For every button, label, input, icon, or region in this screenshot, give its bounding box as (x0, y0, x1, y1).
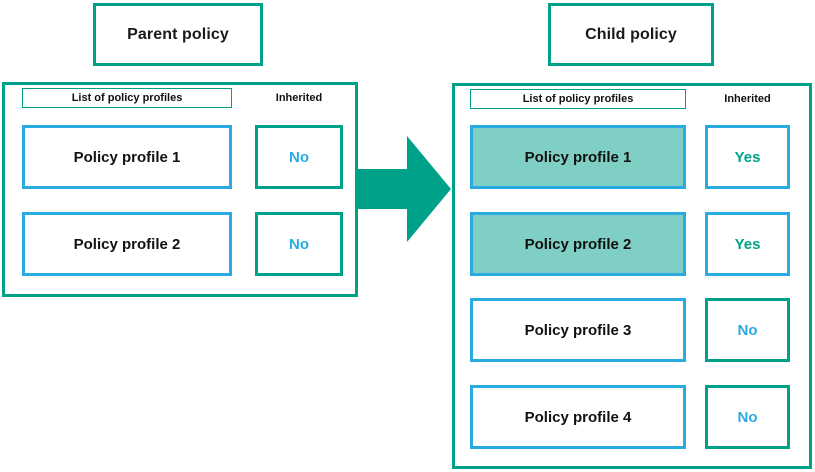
child-inherited-value-2: Yes (734, 235, 761, 253)
child-profile-box-4[interactable]: Policy profile 4 (470, 385, 686, 449)
child-profile-box-2[interactable]: Policy profile 2 (470, 212, 686, 276)
child-inherited-value-4: No (737, 408, 758, 426)
child-profile-label-3: Policy profile 3 (524, 321, 632, 339)
parent-column-header-profiles-label: List of policy profiles (71, 92, 183, 104)
parent-inherited-box-2: No (255, 212, 343, 276)
child-inherited-box-2: Yes (705, 212, 790, 276)
parent-column-header-inherited: Inherited (255, 88, 343, 108)
parent-profile-box-2[interactable]: Policy profile 2 (22, 212, 232, 276)
parent-profile-box-1[interactable]: Policy profile 1 (22, 125, 232, 189)
child-column-header-profiles: List of policy profiles (470, 89, 686, 109)
child-inherited-box-3: No (705, 298, 790, 362)
child-column-header-inherited-label: Inherited (724, 93, 771, 105)
parent-inherited-value-2: No (289, 235, 309, 253)
child-inherited-box-4: No (705, 385, 790, 449)
child-policy-title-box: Child policy (548, 3, 714, 66)
parent-inherited-box-1: No (255, 125, 343, 189)
parent-inherited-value-1: No (289, 148, 309, 166)
child-column-header-profiles-label: List of policy profiles (522, 93, 634, 105)
child-column-header-inherited: Inherited (705, 89, 790, 109)
child-profile-label-1: Policy profile 1 (524, 148, 632, 166)
child-profile-label-4: Policy profile 4 (524, 408, 632, 426)
parent-column-header-profiles: List of policy profiles (22, 88, 232, 108)
child-policy-title-text: Child policy (585, 25, 677, 43)
parent-profile-label-2: Policy profile 2 (73, 235, 181, 253)
child-inherited-box-1: Yes (705, 125, 790, 189)
inheritance-flow-arrow-icon (355, 136, 451, 242)
parent-column-header-inherited-label: Inherited (275, 92, 323, 104)
child-profile-box-1[interactable]: Policy profile 1 (470, 125, 686, 189)
child-inherited-value-3: No (737, 321, 758, 339)
child-profile-label-2: Policy profile 2 (524, 235, 632, 253)
parent-policy-title-text: Parent policy (127, 25, 229, 43)
parent-profile-label-1: Policy profile 1 (73, 148, 181, 166)
child-inherited-value-1: Yes (734, 148, 761, 166)
child-profile-box-3[interactable]: Policy profile 3 (470, 298, 686, 362)
parent-policy-title-box: Parent policy (93, 3, 263, 66)
